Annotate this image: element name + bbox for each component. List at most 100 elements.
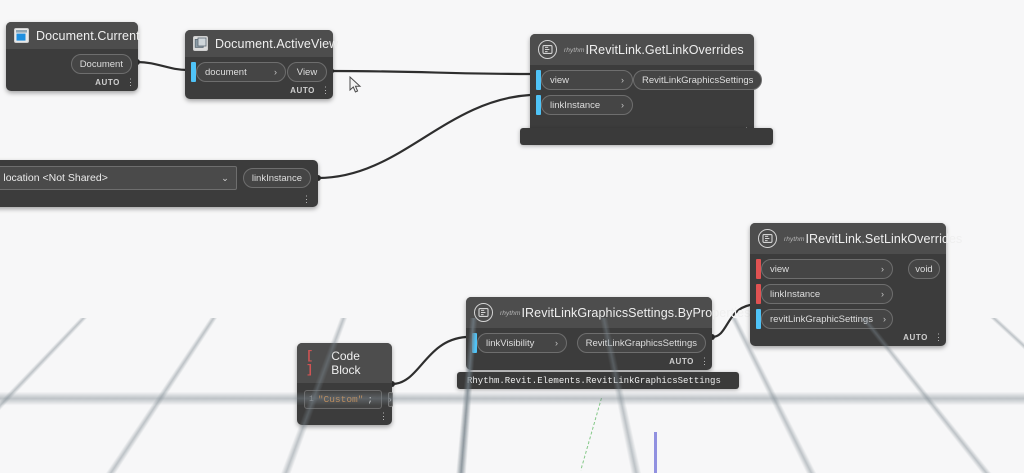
output-port-label: Document: [70, 54, 132, 74]
node-footer: ⋮: [297, 411, 392, 425]
node-body: linkVisibility › RevitLinkGraphicsSettin…: [466, 328, 712, 355]
output-port-label: RevitLinkGraphicsSettings: [633, 70, 763, 90]
input-port-label: view: [550, 74, 570, 86]
port-connection-marker: [536, 70, 541, 90]
node-body: s Sample Structural.rvt : 18 : location …: [0, 160, 318, 194]
node-context-menu-icon[interactable]: ⋮: [379, 411, 388, 421]
node-header[interactable]: rhythmIRevitLink.SetLinkOverrides: [750, 223, 962, 254]
node-document-current[interactable]: Document.Current Document AUTO ⋮: [6, 22, 140, 91]
port-connection-marker: [756, 309, 761, 329]
input-port-label: linkInstance: [550, 99, 601, 111]
node-body: view › linkInstance › revitLinkGraphicSe…: [750, 254, 946, 331]
input-port-document[interactable]: document ›: [191, 62, 286, 82]
output-port-label: linkInstance: [242, 168, 311, 188]
input-port-label: linkVisibility: [486, 337, 535, 349]
node-byproperties[interactable]: rhythmIRevitLinkGraphicsSettings.ByPrope…: [466, 297, 750, 370]
input-port-linkinstance[interactable]: linkInstance ›: [536, 95, 633, 115]
revit-view-icon: [193, 36, 208, 51]
dropdown-value: s Sample Structural.rvt : 18 : location …: [0, 172, 108, 184]
input-port-view[interactable]: view ›: [536, 70, 633, 90]
node-footer: AUTO ⋮: [185, 84, 333, 99]
wire-view-to-getlinkoverrides-view: [329, 69, 532, 76]
output-port-settings[interactable]: RevitLinkGraphicsSettings: [633, 70, 763, 90]
node-header[interactable]: [ ] Code Block: [297, 343, 392, 383]
chevron-right-icon: ›: [881, 289, 884, 299]
node-footer: AUTO ⋮: [466, 355, 712, 370]
chevron-right-icon: ›: [882, 314, 886, 324]
node-header[interactable]: Document.ActiveView: [185, 30, 338, 57]
chevron-right-icon: ›: [881, 264, 884, 274]
node-get-link-overrides[interactable]: rhythmIRevitLink.GetLinkOverrides view ›…: [530, 34, 763, 140]
node-title: rhythmIRevitLinkGraphicsSettings.ByPrope…: [500, 306, 750, 320]
node-title: Document.ActiveView: [215, 36, 339, 51]
wire-linkinstance-to-getlinkoverrides: [316, 93, 532, 180]
chevron-right-icon: ›: [621, 75, 624, 85]
output-ports: Document: [70, 54, 132, 74]
input-port-linkvisibility[interactable]: linkVisibility ›: [472, 333, 567, 353]
input-ports: view › linkInstance ›: [536, 70, 633, 115]
execution-mode-label: AUTO: [669, 357, 694, 366]
node-header[interactable]: rhythmIRevitLink.GetLinkOverrides: [530, 34, 754, 65]
node-context-menu-icon[interactable]: ⋮: [302, 194, 311, 204]
node-context-menu-icon[interactable]: ⋮: [321, 85, 330, 95]
node-namespace: rhythm: [784, 235, 805, 243]
output-ports: View: [287, 62, 327, 82]
input-port-linkinstance[interactable]: linkInstance ›: [756, 284, 893, 304]
node-link-instance-selector[interactable]: s Sample Structural.rvt : 18 : location …: [0, 160, 318, 207]
code-editor[interactable]: 1 "Custom" ;: [304, 390, 382, 409]
code-terminator: ;: [367, 394, 374, 405]
output-port-codeblock[interactable]: ›: [388, 392, 393, 407]
port-connection-marker: [191, 62, 196, 82]
line-number: 1: [309, 395, 314, 404]
node-header[interactable]: rhythmIRevitLinkGraphicsSettings.ByPrope…: [466, 297, 750, 328]
input-port-label: document: [205, 66, 247, 78]
output-port-label: void: [908, 259, 940, 279]
node-context-menu-icon[interactable]: ⋮: [934, 332, 943, 342]
node-title-text: IRevitLink.GetLinkOverrides: [585, 42, 744, 57]
node-context-menu-icon[interactable]: ⋮: [700, 356, 709, 366]
output-ports: RevitLinkGraphicsSettings: [576, 333, 706, 353]
node-title: rhythmIRevitLink.SetLinkOverrides: [784, 232, 962, 246]
node-set-link-overrides[interactable]: rhythmIRevitLink.SetLinkOverrides view ›…: [750, 223, 962, 346]
input-port-view[interactable]: view ›: [756, 259, 893, 279]
input-port-label: linkInstance: [770, 288, 821, 300]
chevron-right-icon: ›: [555, 338, 558, 348]
node-title: Document.Current: [36, 28, 140, 43]
rhythm-node-icon: [758, 229, 777, 248]
port-connection-marker: [756, 284, 761, 304]
execution-mode-label: AUTO: [95, 78, 120, 87]
output-port-view[interactable]: View: [287, 62, 327, 82]
output-port-document[interactable]: Document: [70, 54, 132, 74]
node-footer: AUTO ⋮: [750, 331, 946, 346]
node-header[interactable]: Document.Current: [6, 22, 140, 49]
code-block-icon: [ ]: [306, 349, 323, 377]
input-port-revitlinkgraphicsettings[interactable]: revitLinkGraphicSettings ›: [756, 309, 893, 329]
output-port-label: RevitLinkGraphicsSettings: [576, 333, 706, 353]
chevron-right-icon: ›: [274, 67, 277, 77]
node-document-activeview[interactable]: Document.ActiveView document › View AUTO: [185, 30, 338, 99]
rhythm-node-icon: [538, 40, 557, 59]
node-code-block[interactable]: [ ] Code Block 1 "Custom" ; › ⋮: [297, 343, 393, 425]
code-block-bracket-right: ]: [306, 363, 314, 377]
node-body: Document: [6, 49, 138, 76]
node-title-text: IRevitLink.SetLinkOverrides: [805, 231, 963, 246]
input-ports: document ›: [191, 62, 286, 82]
node-footer: AUTO ⋮: [6, 76, 138, 91]
preview-bubble-byproperties: Rhythm.Revit.Elements.RevitLinkGraphicsS…: [457, 372, 739, 389]
output-port-void[interactable]: void: [908, 259, 940, 279]
output-port-linkinstance[interactable]: linkInstance: [242, 168, 311, 188]
port-connection-marker: [472, 333, 477, 353]
output-port-settings[interactable]: RevitLinkGraphicsSettings: [576, 333, 706, 353]
input-port-label: view: [770, 263, 790, 275]
output-ports: RevitLinkGraphicsSettings: [633, 70, 763, 115]
link-instance-dropdown[interactable]: s Sample Structural.rvt : 18 : location …: [0, 166, 237, 190]
execution-mode-label: AUTO: [290, 86, 315, 95]
preview-bubble-get-link-overrides: [520, 128, 773, 145]
node-body: 1 "Custom" ; ›: [297, 383, 393, 411]
mouse-pointer-icon: [349, 76, 362, 93]
node-context-menu-icon[interactable]: ⋮: [126, 77, 135, 87]
input-ports: linkVisibility ›: [472, 333, 567, 353]
port-connection-marker: [536, 95, 541, 115]
input-ports: view › linkInstance › revitLinkGraphicSe…: [756, 259, 893, 329]
